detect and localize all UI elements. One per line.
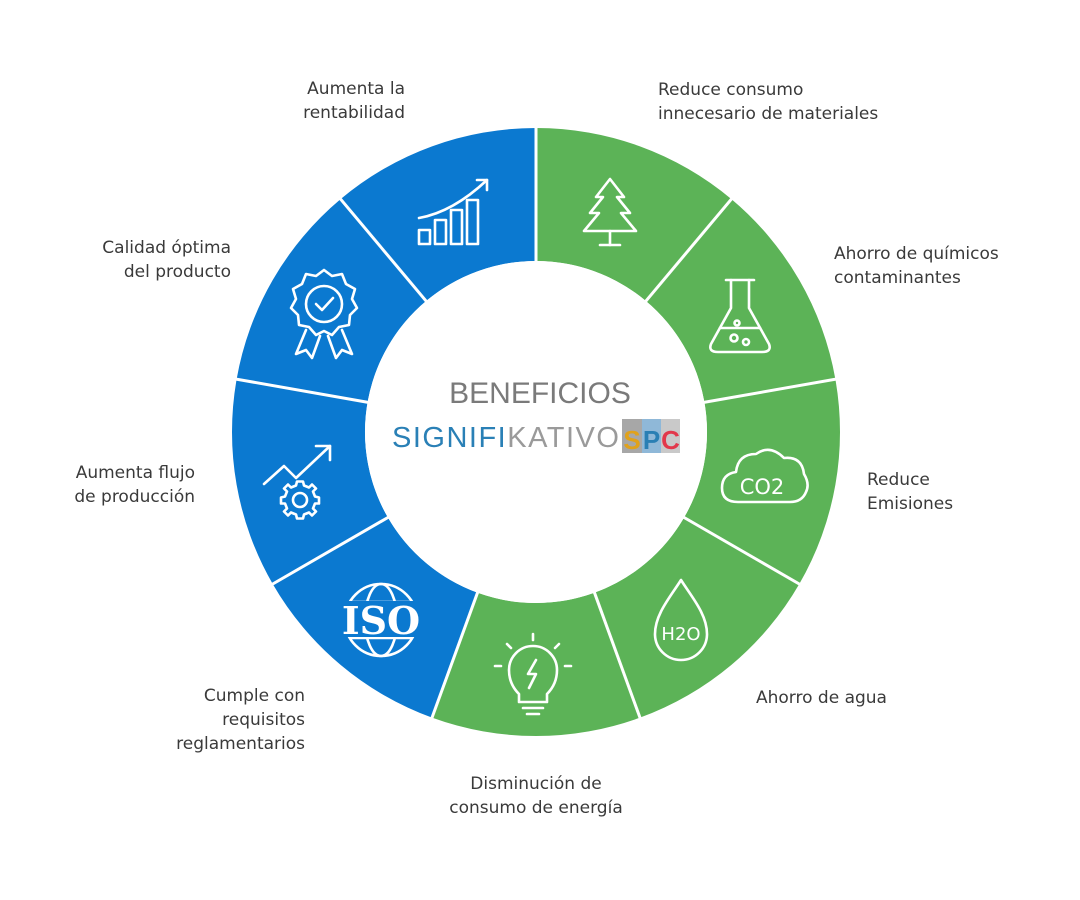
label-aumenta-rentabilidad: Aumenta la rentabilidad (303, 79, 405, 123)
profit-chart-icon (417, 178, 489, 246)
iso-text-backdrop (335, 601, 429, 637)
segment-separator-4 (681, 515, 802, 587)
brand-name-part2: KATIVO (507, 422, 621, 454)
segment-separator-9 (338, 196, 429, 304)
wheel-separators (234, 126, 838, 721)
segment-separator-5 (592, 590, 643, 721)
label-disminucion-energia: Disminución de consumo de energía (449, 774, 623, 818)
co2-icon-text: CO2 (740, 475, 785, 499)
segment-separator-7 (270, 515, 391, 587)
label-aumenta-flujo: Aumenta flujo de producción (74, 463, 195, 507)
label-cumple-requisitos: Cumple con requisitos reglamentarios (176, 686, 305, 754)
wheel-segment-3 (684, 379, 840, 584)
h2o-icon-text: H2O (661, 624, 700, 645)
award-badge-icon (289, 268, 359, 360)
gear-growth-icon (262, 444, 332, 520)
label-ahorro-agua: Ahorro de agua (756, 688, 887, 708)
center-title: BENEFICIOS (449, 377, 631, 410)
svg-text:S: S (623, 425, 640, 453)
segment-separator-2 (643, 196, 734, 304)
wheel-segments (231, 128, 840, 736)
segment-separator-3 (702, 377, 838, 405)
wheel-segment-7 (231, 379, 388, 584)
brand-name: SIGNIFIKATIVO (392, 422, 692, 462)
label-calidad-optima: Calidad óptima del producto (102, 238, 231, 282)
co2-cloud-icon (720, 448, 809, 504)
iso-icon-text: ISO (342, 598, 420, 643)
label-ahorro-quimicos: Ahorro de químicos contaminantes (834, 244, 999, 288)
brand-name-part1: SIGNIFI (392, 422, 508, 454)
flask-icon (709, 278, 771, 354)
label-reduce-emisiones: Reduce Emisiones (867, 470, 954, 514)
wheel-segment-1 (536, 128, 732, 302)
segment-separator-6 (429, 590, 480, 721)
svg-text:P: P (643, 425, 660, 453)
wheel-segment-4 (594, 517, 800, 718)
water-drop-icon (653, 578, 709, 662)
tree-icon (582, 177, 638, 247)
svg-text:C: C (661, 425, 680, 453)
lightbulb-icon (493, 632, 573, 716)
wheel-segment-2 (645, 199, 836, 403)
wheel-segment-5 (432, 592, 640, 736)
center-disc (365, 261, 707, 603)
segment-separator-8 (234, 377, 370, 405)
label-reduce-consumo: Reduce consumo innecesario de materiales (658, 80, 879, 124)
wheel-segment-9 (340, 128, 536, 302)
spc-logo: S P C (622, 419, 680, 453)
